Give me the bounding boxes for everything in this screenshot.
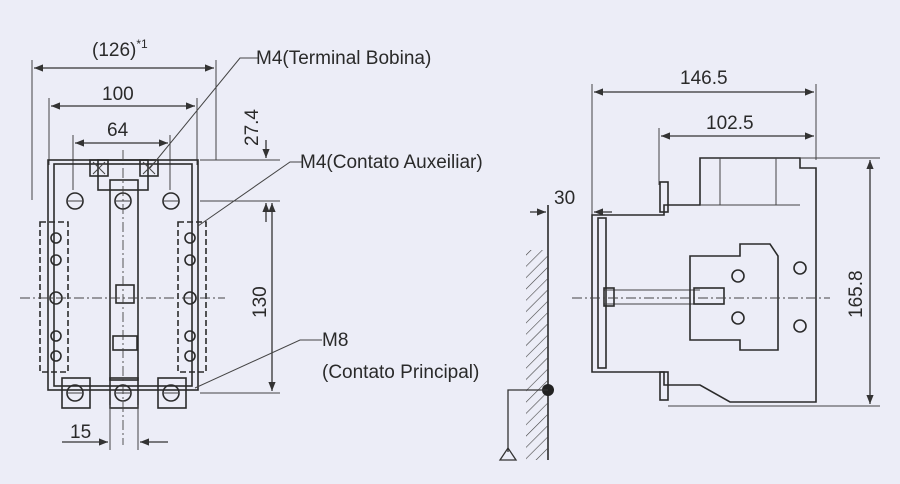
mounting-wall (498, 205, 554, 461)
dim-wall-offset: 30 (530, 188, 612, 222)
svg-text:146.5: 146.5 (680, 68, 728, 89)
svg-text:30: 30 (554, 188, 575, 209)
aux-contact-label: M4(Contato Auxeiliar) (300, 152, 483, 173)
dim-overall-width: (126)*1 (31, 37, 217, 200)
front-view: (126)*1 100 64 (20, 37, 483, 450)
terminal-screws-bottom (61, 377, 187, 409)
coil-terminal-label: M4(Terminal Bobina) (256, 48, 431, 69)
svg-text:165.8: 165.8 (846, 270, 867, 318)
aux-contacts-right (177, 221, 207, 373)
svg-text:64: 64 (107, 120, 129, 141)
callout-coil-terminal: M4(Terminal Bobina) (149, 48, 431, 169)
svg-text:130: 130 (250, 286, 271, 318)
callout-aux-contact: M4(Contato Auxeiliar) (197, 152, 483, 227)
dim-width: 100 (48, 84, 198, 165)
contactor-front (20, 150, 225, 445)
dim-heights-front: 27.4 130 (200, 109, 280, 394)
svg-text:15: 15 (70, 422, 91, 443)
callout-main-contact: M8 (Contato Principal) (194, 330, 479, 389)
dim-bottom-offset: 15 (62, 405, 168, 450)
svg-text:102.5: 102.5 (706, 113, 754, 134)
svg-text:27.4: 27.4 (242, 109, 263, 146)
main-contact-label-2: (Contato Principal) (322, 362, 479, 383)
dim-depth: 102.5 (658, 113, 814, 185)
dim-height-side: 165.8 (668, 157, 880, 407)
main-contact-label-1: M8 (322, 330, 348, 351)
contactor-side (572, 157, 830, 403)
side-view: 30 146.5 102.5 (498, 68, 880, 461)
svg-text:100: 100 (102, 84, 134, 105)
svg-text:(126)*1: (126)*1 (92, 37, 148, 61)
dim-depth-total: 146.5 (591, 68, 817, 210)
